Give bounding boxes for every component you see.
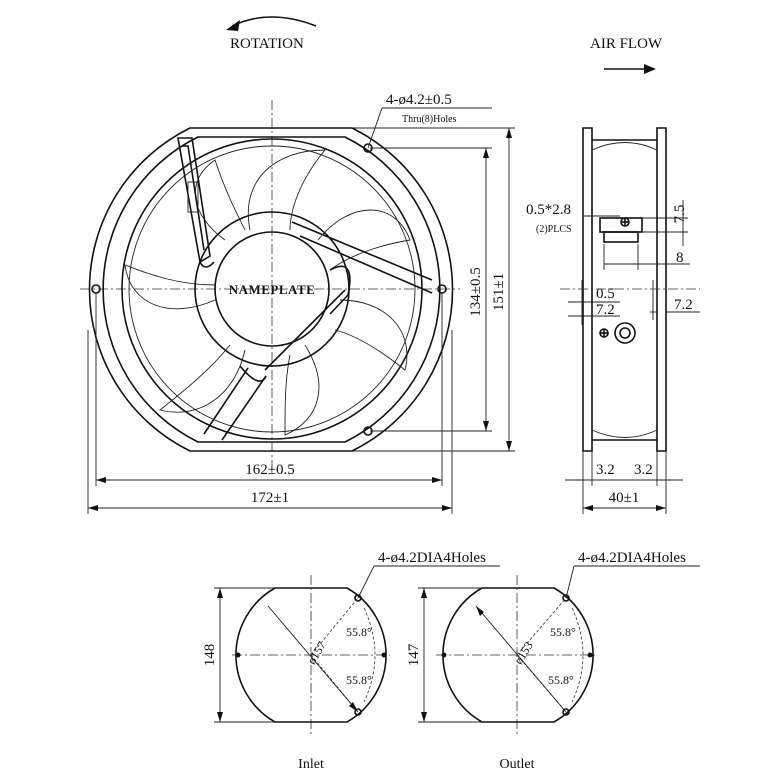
fan-blades: [124, 149, 411, 436]
terminal-spec: 0.5*2.8: [526, 202, 571, 218]
front-view: NAMEPLATE 4-ø4.2±0.5 Thru(8)Holes: [80, 92, 515, 514]
rotation-label: ROTATION: [230, 36, 304, 52]
dim-134: 134±0.5: [468, 267, 484, 316]
dim-151: 151±1: [491, 273, 507, 311]
inlet-caption: Inlet: [298, 757, 324, 772]
air-flow-label: AIR FLOW: [590, 36, 663, 52]
dim-7-2-right: 7.2: [674, 297, 693, 313]
dim-40: 40±1: [609, 490, 640, 506]
dim-172: 172±1: [251, 490, 289, 506]
outlet-angle-top: 55.8°: [550, 625, 576, 639]
front-vertical-dimensions: 134±0.5 151±1: [352, 127, 515, 452]
support-struts: [203, 221, 433, 441]
outlet-holes-spec: 4-ø4.2DIA4Holes: [578, 550, 686, 566]
outlet-diameter: ø153: [511, 639, 536, 667]
holes-thru-spec: Thru(8)Holes: [402, 114, 457, 125]
ground-screw: [599, 322, 636, 344]
inlet-view: ø157 55.8° 55.8° 4-ø4.2DIA4Holes 148 Inl…: [202, 550, 500, 772]
side-bottom-dimensions: 3.2 3.2 40±1: [565, 451, 683, 514]
dim-162: 162±0.5: [245, 462, 294, 478]
inlet-angle-bottom: 55.8°: [346, 673, 372, 687]
nameplate-label: NAMEPLATE: [229, 282, 316, 297]
inlet-angle-top: 55.8°: [346, 625, 372, 639]
inlet-height: 148: [202, 644, 218, 667]
outlet-height: 147: [406, 643, 422, 666]
holes-spec: 4-ø4.2±0.5: [386, 92, 452, 108]
outlet-view: ø153 55.8° 55.8° 4-ø4.2DIA4Holes 147 Out…: [406, 550, 700, 772]
wire-clip: [177, 137, 215, 268]
rotation-arrow-icon: [231, 16, 317, 27]
dim-7-2-left: 7.2: [596, 302, 615, 318]
air-flow-caption: AIR FLOW: [590, 36, 663, 74]
front-horizontal-dimensions: 162±0.5 172±1: [87, 293, 453, 514]
inlet-holes-spec: 4-ø4.2DIA4Holes: [378, 550, 486, 566]
side-view: 0.5*2.8 (2)PLCS 7.5 8 7.2: [526, 127, 700, 514]
side-mid-dimensions: 0.5 7.2: [568, 280, 620, 325]
side-right-dimensions: 7.5 8 7.2: [603, 200, 700, 320]
inlet-diameter: ø157: [304, 639, 329, 667]
rotation-caption: ROTATION: [226, 16, 317, 52]
dim-3-2-left: 3.2: [596, 462, 615, 478]
dim-8: 8: [676, 250, 684, 266]
outlet-angle-bottom: 55.8°: [548, 673, 574, 687]
dim-0-5: 0.5: [596, 286, 615, 302]
dim-3-2-right: 3.2: [634, 462, 653, 478]
terminal-block: 0.5*2.8 (2)PLCS: [526, 202, 643, 243]
terminal-count: (2)PLCS: [536, 224, 572, 235]
outlet-caption: Outlet: [500, 757, 535, 772]
dim-7-5: 7.5: [672, 205, 688, 224]
